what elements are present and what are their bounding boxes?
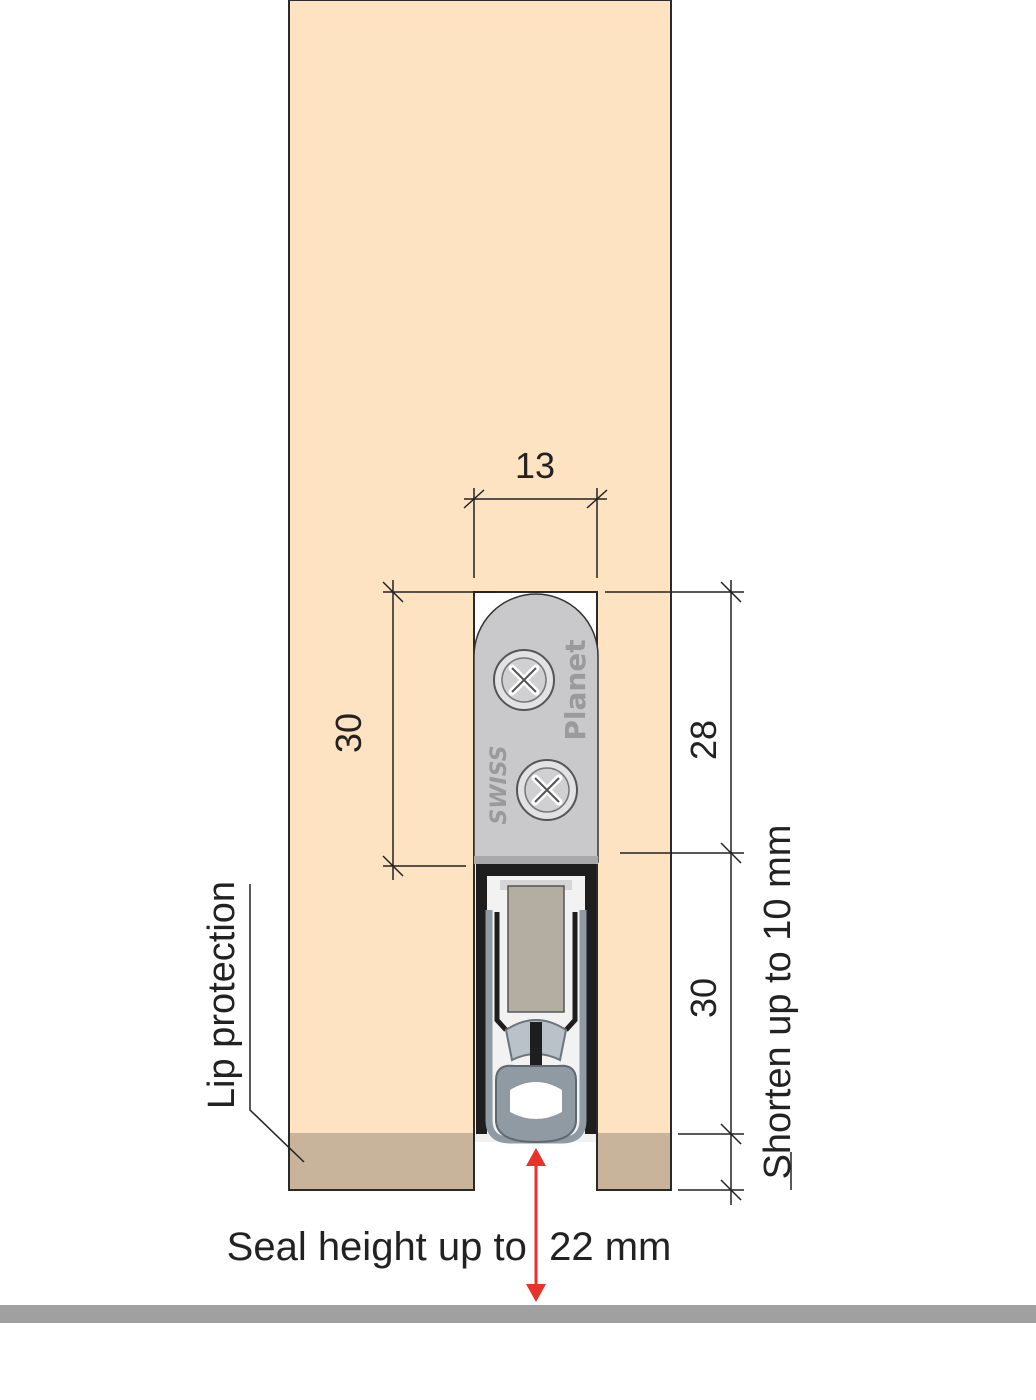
shorten-label: Shorten up to 10 mm xyxy=(757,825,799,1180)
seal-height-label: Seal height up to 22 mm xyxy=(227,1225,672,1269)
screw-icon xyxy=(493,649,555,711)
floor xyxy=(0,1305,1036,1323)
lip-protection-label: Lip protection xyxy=(201,881,243,1109)
dimension-30-right-label: 30 xyxy=(683,978,724,1018)
lip-protection-left xyxy=(290,1133,474,1190)
dimension-13 xyxy=(463,488,608,578)
lip-protection-leader xyxy=(249,884,305,1163)
brand-swiss: SWISS xyxy=(487,745,512,824)
dimension-right xyxy=(605,580,744,1205)
dimension-30-left xyxy=(382,580,496,880)
seal-mechanism xyxy=(476,864,596,1144)
lip-protection-right xyxy=(597,1133,670,1190)
screw-icon xyxy=(516,759,578,821)
seal-insert xyxy=(507,885,565,1013)
dimension-13-label: 13 xyxy=(515,445,555,486)
seal-height-arrow xyxy=(526,1148,546,1302)
dimension-30-left-label: 30 xyxy=(328,713,369,753)
brand-planet: Planet xyxy=(559,639,592,740)
dimension-28-label: 28 xyxy=(683,720,724,760)
